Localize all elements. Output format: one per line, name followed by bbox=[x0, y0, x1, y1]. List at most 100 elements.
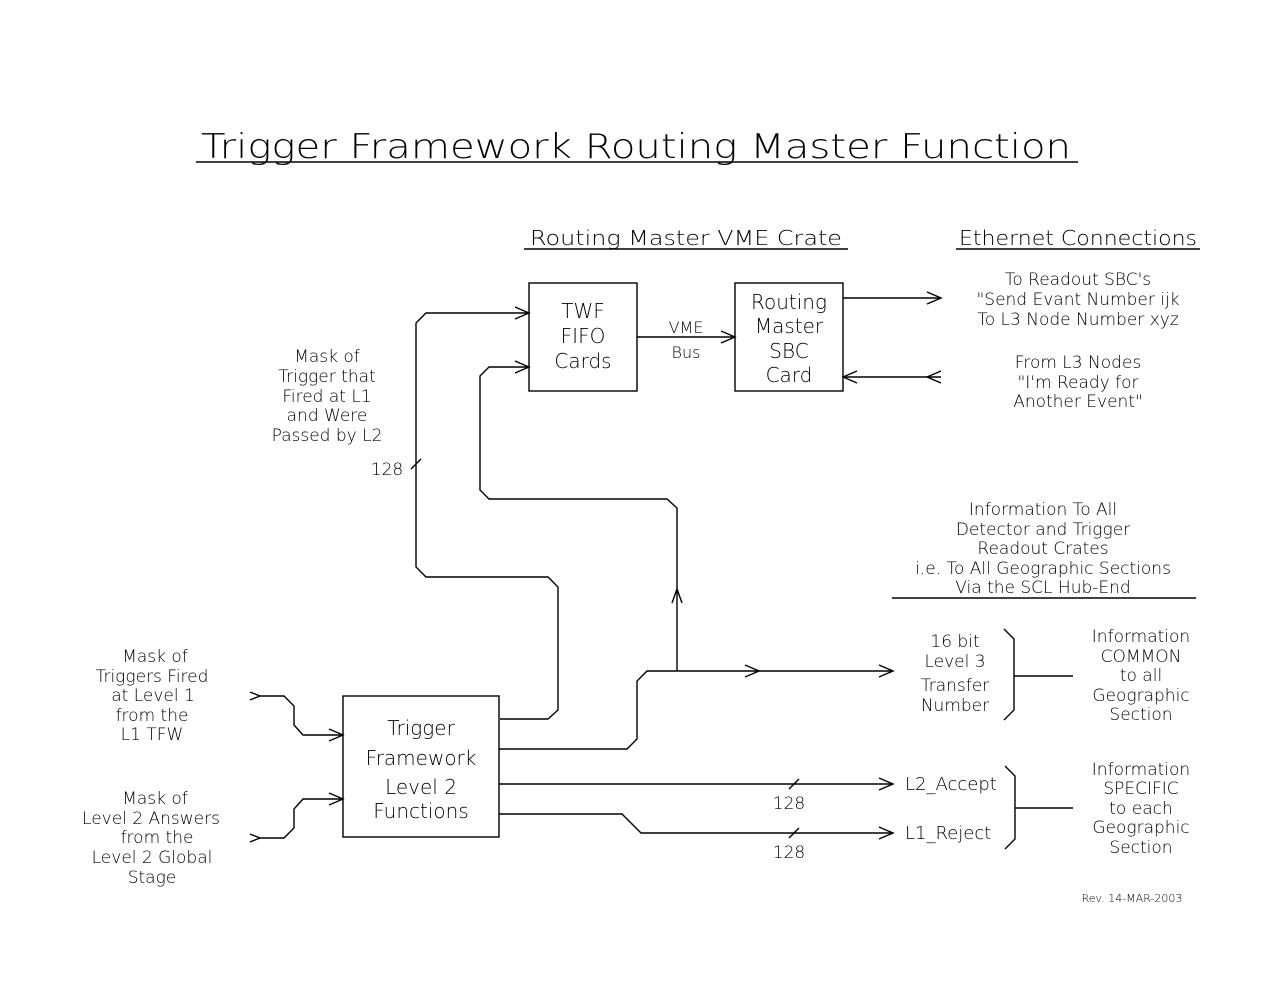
info-common-label: Information COMMON to all Geographic Sec… bbox=[1092, 627, 1190, 725]
l1-reject-path: 128 bbox=[499, 813, 895, 863]
arrow-head-icon bbox=[841, 370, 858, 384]
arrow-head-icon bbox=[878, 777, 895, 791]
svg-text:Information To All: Information To All bbox=[969, 500, 1117, 520]
svg-text:Information: Information bbox=[1092, 627, 1190, 647]
l2-accept-path: 128 bbox=[499, 777, 895, 814]
svg-text:Level 3: Level 3 bbox=[924, 652, 985, 672]
ethernet-out-text: To Readout SBC's "Send Evant Number ijk … bbox=[976, 270, 1179, 330]
l1-reject-label: L1_Reject bbox=[905, 823, 991, 844]
svg-text:and Were: and Were bbox=[287, 406, 368, 426]
svg-text:Level 2 Global: Level 2 Global bbox=[92, 848, 213, 868]
svg-text:16 bit: 16 bit bbox=[930, 632, 979, 652]
svg-text:Section: Section bbox=[1109, 838, 1172, 858]
svg-text:Functions: Functions bbox=[373, 799, 469, 823]
twf-fifo-line: TWF bbox=[561, 299, 605, 323]
ethernet-in-connection bbox=[841, 370, 942, 384]
svg-text:Stage: Stage bbox=[128, 868, 177, 888]
svg-text:Triggers Fired: Triggers Fired bbox=[96, 667, 209, 687]
info-to-all-label: Information To All Detector and Trigger … bbox=[915, 500, 1171, 598]
svg-text:Section: Section bbox=[1109, 705, 1172, 725]
input-l2-path bbox=[249, 792, 345, 843]
bus-width-slash bbox=[788, 827, 800, 839]
svg-text:Via the SCL Hub-End: Via the SCL Hub-End bbox=[955, 578, 1130, 598]
arrow-head-icon bbox=[744, 664, 761, 678]
input-l2-label: Mask of Level 2 Answers from the Level 2… bbox=[82, 789, 220, 888]
twf-fifo-box: TWF FIFO Cards bbox=[528, 282, 638, 392]
svg-text:Number: Number bbox=[921, 696, 989, 716]
revision-label: Rev. 14-MAR-2003 bbox=[1082, 892, 1183, 905]
ethernet-in-text: From L3 Nodes "I'm Ready for Another Eve… bbox=[1013, 353, 1143, 412]
svg-text:Mask of: Mask of bbox=[294, 347, 360, 367]
svg-text:"I'm Ready for: "I'm Ready for bbox=[1017, 373, 1138, 393]
arrow-up-icon bbox=[671, 586, 683, 604]
input-l1-label: Mask of Triggers Fired at Level 1 from t… bbox=[96, 647, 209, 745]
arrow-head-icon bbox=[878, 826, 895, 840]
svg-text:From L3 Nodes: From L3 Nodes bbox=[1015, 353, 1141, 373]
bus-width-label: 128 bbox=[773, 794, 805, 814]
svg-text:to all: to all bbox=[1120, 666, 1162, 686]
arrow-tail-icon bbox=[249, 691, 262, 701]
l2-accept-label: L2_Accept bbox=[905, 774, 997, 795]
svg-text:Level 2: Level 2 bbox=[385, 775, 457, 799]
arrow-head-icon bbox=[328, 792, 345, 806]
input-l1-path bbox=[249, 691, 345, 742]
svg-text:Transfer: Transfer bbox=[921, 676, 989, 696]
svg-text:from the: from the bbox=[121, 828, 194, 848]
svg-text:COMMON: COMMON bbox=[1101, 647, 1182, 667]
vme-bus-label: VME bbox=[669, 318, 704, 337]
arrow-tail-icon bbox=[925, 370, 942, 384]
tfw-level2-box: Trigger Framework Level 2 Functions bbox=[342, 695, 500, 838]
svg-text:to each: to each bbox=[1109, 799, 1172, 819]
l3-transfer-path bbox=[499, 664, 895, 750]
routing-master-line: SBC bbox=[769, 339, 808, 363]
svg-text:SPECIFIC: SPECIFIC bbox=[1103, 779, 1178, 799]
svg-text:Mask of: Mask of bbox=[122, 789, 188, 809]
svg-text:from the: from the bbox=[116, 706, 189, 726]
ethernet-header: Ethernet Connections bbox=[959, 226, 1197, 250]
svg-text:at Level 1: at Level 1 bbox=[111, 686, 195, 706]
arrow-head-icon bbox=[514, 306, 531, 320]
vme-crate-header: Routing Master VME Crate bbox=[530, 226, 842, 250]
svg-text:i.e. To All Geographic Section: i.e. To All Geographic Sections bbox=[915, 559, 1171, 579]
diagram-title: Trigger Framework Routing Master Functio… bbox=[201, 127, 1071, 167]
svg-text:Geographic: Geographic bbox=[1092, 818, 1189, 838]
svg-text:Trigger that: Trigger that bbox=[278, 367, 375, 387]
svg-text:To Readout SBC's: To Readout SBC's bbox=[1005, 270, 1151, 290]
vme-bus-label: Bus bbox=[672, 343, 701, 362]
arrow-tail-icon bbox=[249, 833, 262, 843]
arrow-head-icon bbox=[328, 728, 345, 742]
brace-common bbox=[1003, 628, 1073, 721]
svg-text:Another Event": Another Event" bbox=[1013, 392, 1143, 412]
brace-specific bbox=[1004, 765, 1073, 850]
svg-text:Fired at L1: Fired at L1 bbox=[282, 387, 371, 407]
svg-text:Information: Information bbox=[1092, 760, 1190, 780]
svg-text:L1 TFW: L1 TFW bbox=[121, 725, 184, 745]
svg-text:To L3 Node Number xyz: To L3 Node Number xyz bbox=[977, 310, 1179, 330]
svg-text:Level 2 Answers: Level 2 Answers bbox=[82, 809, 220, 829]
routing-master-line: Card bbox=[766, 363, 813, 387]
svg-text:Framework: Framework bbox=[366, 746, 477, 770]
arrow-head-icon bbox=[514, 360, 531, 374]
ethernet-out-connection bbox=[843, 291, 943, 305]
vme-bus-connection: VME Bus bbox=[637, 318, 737, 362]
svg-text:Trigger: Trigger bbox=[387, 716, 455, 740]
arrow-head-icon bbox=[720, 330, 737, 344]
l3-transfer-label: 16 bit Level 3 Transfer Number bbox=[921, 632, 989, 716]
svg-text:Readout Crates: Readout Crates bbox=[977, 539, 1108, 559]
svg-text:Mask of: Mask of bbox=[122, 647, 188, 667]
info-specific-label: Information SPECIFIC to each Geographic … bbox=[1092, 760, 1190, 858]
svg-text:Passed by L2: Passed by L2 bbox=[272, 426, 383, 446]
svg-text:Detector and Trigger: Detector and Trigger bbox=[956, 520, 1130, 540]
l3-number-to-fifo-path bbox=[479, 360, 683, 671]
twf-fifo-line: FIFO bbox=[561, 324, 606, 348]
svg-text:Geographic: Geographic bbox=[1092, 686, 1189, 706]
bus-width-slash bbox=[788, 778, 800, 790]
arrow-head-icon bbox=[878, 664, 895, 678]
routing-master-line: Master bbox=[755, 314, 824, 338]
bus-width-label: 128 bbox=[773, 843, 805, 863]
arrow-head-icon bbox=[926, 291, 943, 305]
mask-passed-label: Mask of Trigger that Fired at L1 and Wer… bbox=[272, 347, 383, 446]
twf-fifo-line: Cards bbox=[554, 349, 611, 373]
svg-text:"Send Evant Number ijk: "Send Evant Number ijk bbox=[976, 290, 1179, 310]
